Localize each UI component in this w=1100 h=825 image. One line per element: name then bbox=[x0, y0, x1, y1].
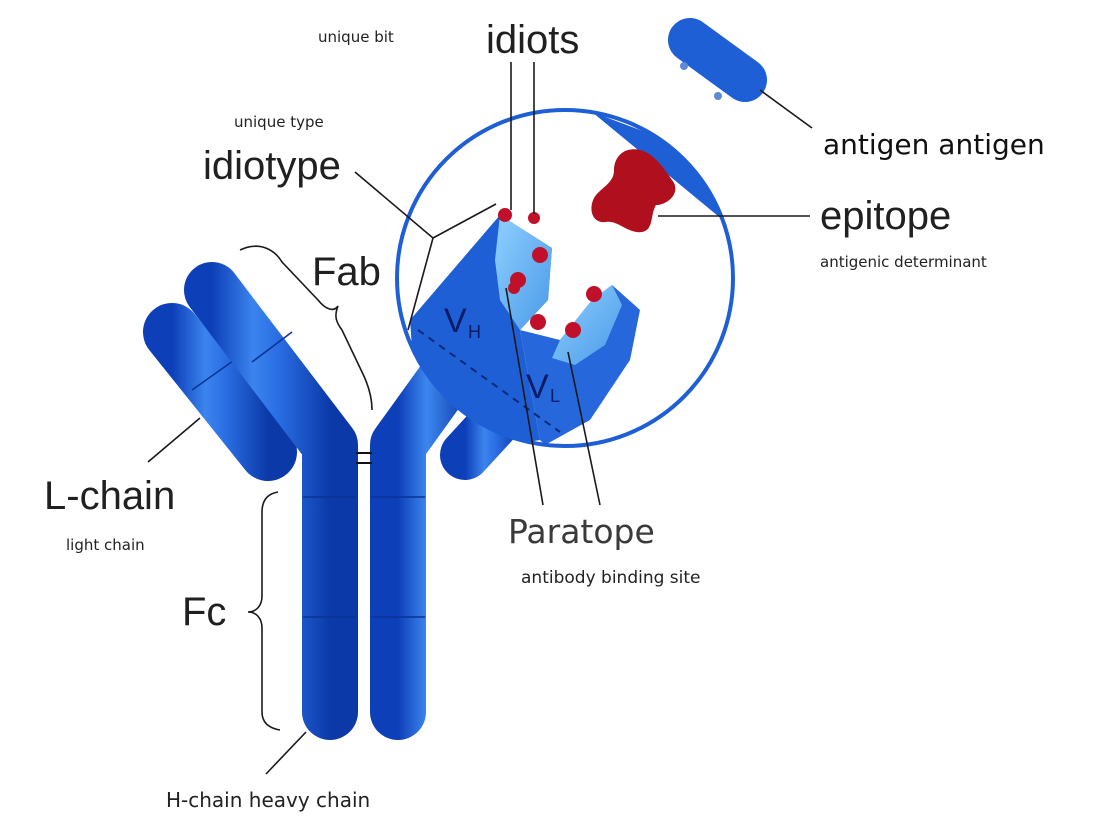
antibody-binding-site-label: antibody binding site bbox=[521, 568, 701, 588]
vl-sub: L bbox=[550, 386, 560, 406]
vl-label: V bbox=[526, 368, 549, 406]
unique-type-label: unique type bbox=[234, 113, 324, 131]
epitope-shape bbox=[591, 149, 676, 233]
left-heavy-chain bbox=[184, 262, 358, 740]
hinge-bonds bbox=[356, 452, 372, 464]
paratope-dots bbox=[498, 208, 602, 338]
fc-label: Fc bbox=[182, 590, 227, 634]
antigen-shape bbox=[668, 18, 767, 102]
h-chain-label: H-chain heavy chain bbox=[166, 788, 371, 812]
vh-label: V bbox=[444, 302, 467, 340]
light-chain-label: light chain bbox=[66, 536, 145, 554]
l-chain-label: L-chain bbox=[44, 474, 176, 518]
idiotype-label: idiotype bbox=[203, 144, 341, 188]
fab-label: Fab bbox=[312, 250, 381, 294]
idiots-label: idiots bbox=[486, 18, 580, 62]
epitope-label: epitope bbox=[820, 194, 952, 238]
antigenic-determinant-label: antigenic determinant bbox=[820, 253, 987, 271]
leader-lines bbox=[147, 62, 813, 775]
antigen-label: antigen antigen bbox=[823, 128, 1045, 161]
paratope-label: Paratope bbox=[508, 512, 655, 551]
vh-sub: H bbox=[468, 322, 481, 342]
unique-bit-label: unique bit bbox=[318, 28, 394, 46]
